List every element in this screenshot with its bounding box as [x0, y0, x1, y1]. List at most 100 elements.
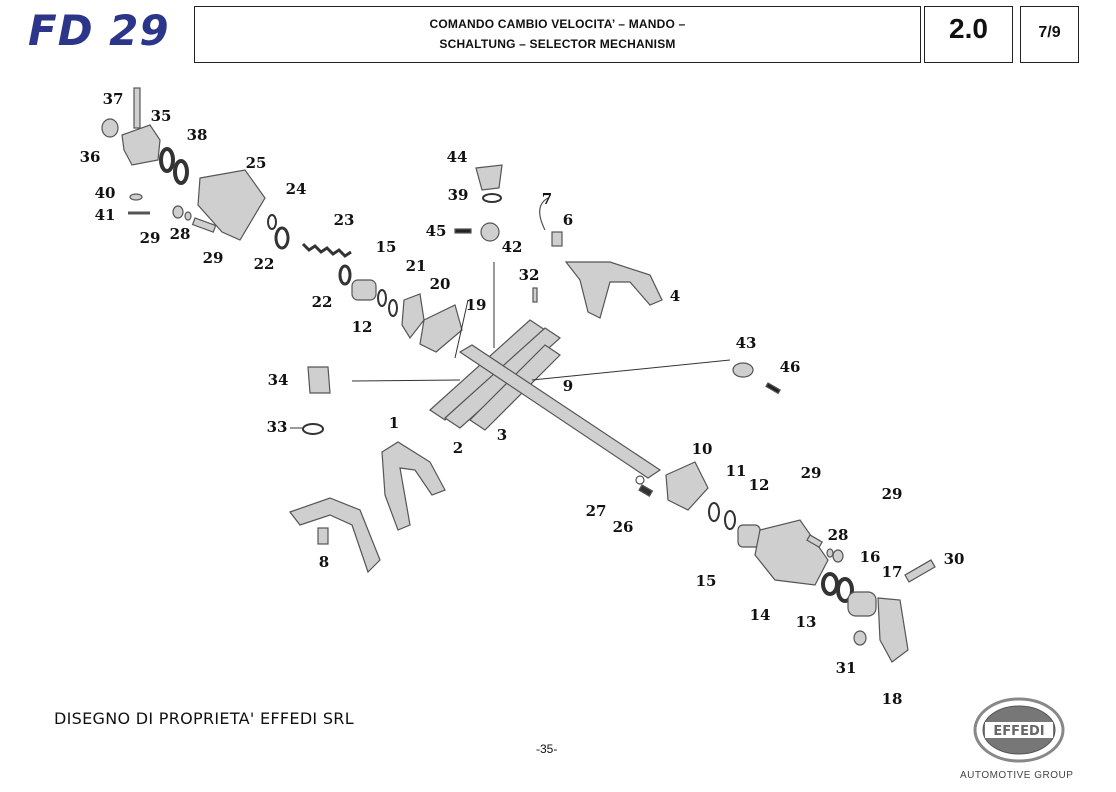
- wire-7: [539, 197, 549, 231]
- housing-14: [754, 519, 829, 586]
- part-label: 10: [692, 440, 713, 458]
- part-label: 9: [563, 377, 573, 395]
- pin-32: [532, 287, 538, 303]
- pin-46: [765, 382, 781, 395]
- part-label: 31: [836, 659, 857, 677]
- part-label: 32: [519, 266, 540, 284]
- part-label: 19: [466, 296, 487, 314]
- group-caption: AUTOMOTIVE GROUP: [960, 770, 1074, 781]
- part-label: 34: [268, 371, 289, 389]
- part-label: 21: [406, 257, 427, 275]
- bolt-30: [904, 559, 936, 583]
- part-label: 4: [670, 287, 680, 305]
- bushing-13: [847, 591, 877, 617]
- ring-12b: [724, 510, 736, 530]
- part-label: 24: [286, 180, 307, 198]
- seal-17: [836, 577, 854, 603]
- part-label: 15: [696, 572, 717, 590]
- title-line-2: SCHALTUNG – SELECTOR MECHANISM: [439, 37, 676, 51]
- part-label: 38: [187, 126, 208, 144]
- part-label: 46: [780, 358, 801, 376]
- part-label: 1: [389, 414, 399, 432]
- plug-34: [307, 366, 331, 394]
- logo-text: EFFEDI: [993, 724, 1044, 739]
- part-label: 37: [103, 90, 124, 108]
- part-label: 16: [860, 548, 881, 566]
- section-number: 2.0: [924, 6, 1013, 63]
- ring-12: [377, 289, 387, 307]
- part-label: 25: [246, 154, 267, 172]
- lever-18: [877, 597, 909, 663]
- page-number: -35-: [536, 742, 558, 756]
- effedi-logo: EFFEDI: [973, 697, 1065, 763]
- part-label: 6: [563, 211, 573, 229]
- part-label: 22: [312, 293, 333, 311]
- ring-38a: [159, 147, 175, 173]
- part-label: 42: [502, 238, 523, 256]
- part-label: 28: [828, 526, 849, 544]
- part-label: 40: [95, 184, 116, 202]
- cap-44: [475, 164, 503, 191]
- part-label: 8: [319, 553, 329, 571]
- title-box: COMANDO CAMBIO VELOCITA’ – MANDO – SCHAL…: [194, 6, 921, 63]
- model-code: FD 29: [28, 6, 170, 55]
- cap-43: [732, 362, 754, 378]
- pin-45: [454, 228, 472, 234]
- shaft-9: [458, 344, 662, 479]
- washer-40: [129, 193, 143, 201]
- ring-21: [388, 299, 398, 317]
- part-label: 33: [267, 418, 288, 436]
- ownership-notice: DISEGNO DI PROPRIETA' EFFEDI SRL: [54, 709, 354, 728]
- washer-28b: [826, 548, 834, 558]
- washer-22: [274, 226, 290, 250]
- part-label: 13: [796, 613, 817, 631]
- part-label: 39: [448, 186, 469, 204]
- part-label: 29: [140, 229, 161, 247]
- part-label: 22: [254, 255, 275, 273]
- block-35: [121, 124, 161, 166]
- part-label: 36: [80, 148, 101, 166]
- lever-20: [401, 293, 425, 340]
- oring-39: [482, 193, 502, 203]
- part-label: 45: [426, 222, 447, 240]
- part-label: 23: [334, 211, 355, 229]
- part-label: 29: [203, 249, 224, 267]
- seal-16: [821, 572, 839, 596]
- part-label: 17: [882, 563, 903, 581]
- title-line-1: COMANDO CAMBIO VELOCITA’ – MANDO –: [429, 17, 686, 31]
- ring-11: [708, 502, 720, 522]
- part-label: 29: [801, 464, 822, 482]
- part-label: 41: [95, 206, 116, 224]
- part-label: 7: [542, 190, 552, 208]
- part-label: 14: [750, 606, 771, 624]
- part-label: 2: [453, 439, 463, 457]
- part-label: 11: [726, 462, 747, 480]
- part-label: 28: [170, 225, 191, 243]
- spring-26: [638, 484, 654, 498]
- part-label: 26: [613, 518, 634, 536]
- page-fraction: 7/9: [1020, 6, 1079, 63]
- fork-4: [564, 261, 663, 319]
- part-label: 3: [497, 426, 507, 444]
- part-label: 30: [944, 550, 965, 568]
- ring-24: [267, 214, 277, 230]
- washer-22b: [338, 264, 352, 286]
- part-label: 12: [352, 318, 373, 336]
- oring-33: [302, 423, 324, 435]
- fork-lower: [289, 497, 381, 574]
- stud-29b: [806, 534, 823, 549]
- plug-36: [101, 118, 119, 138]
- part-label: 27: [586, 502, 607, 520]
- part-label: 20: [430, 275, 451, 293]
- ball-27: [635, 475, 645, 485]
- bushing-15: [351, 279, 377, 301]
- part-label: 43: [736, 334, 757, 352]
- plug-6: [551, 231, 563, 247]
- bolt-37: [133, 87, 141, 129]
- part-label: 15: [376, 238, 397, 256]
- pad-8: [317, 527, 329, 545]
- housing-25: [197, 169, 266, 241]
- fork-upper: [381, 441, 446, 531]
